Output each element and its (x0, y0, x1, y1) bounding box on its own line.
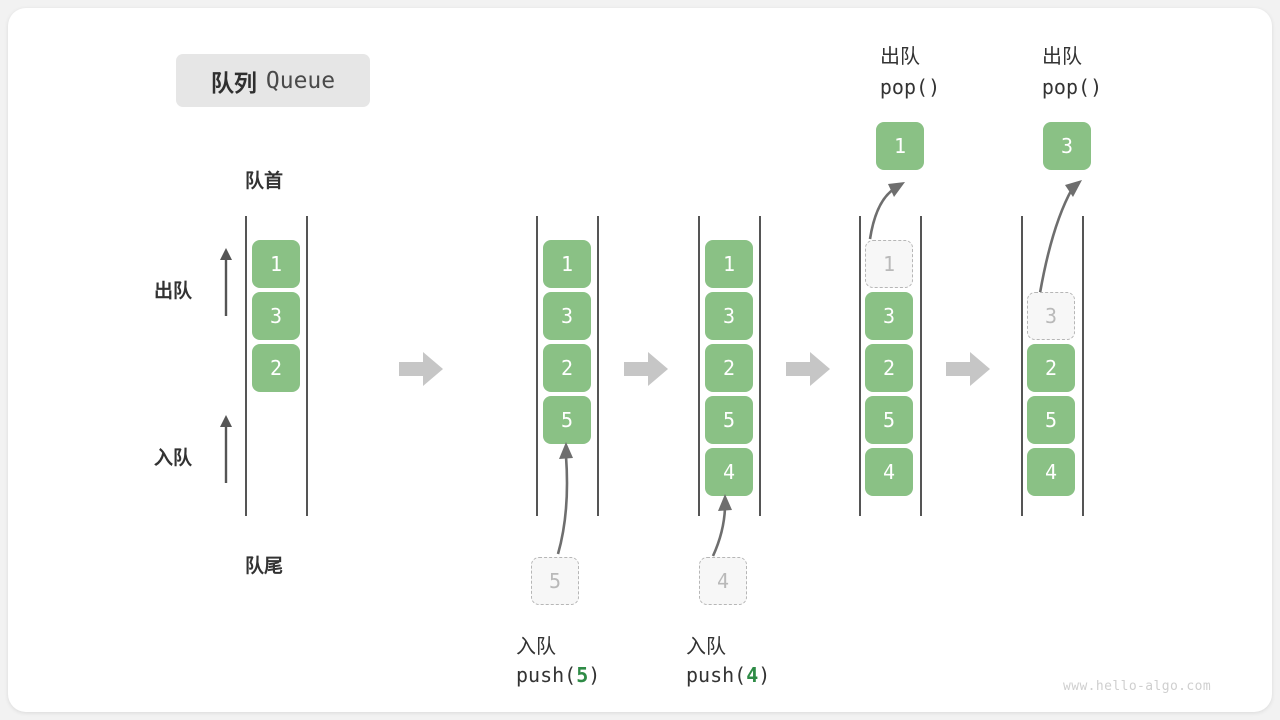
step-arrow-right (946, 352, 990, 386)
op-code-suffix: ) (1090, 75, 1103, 99)
dequeue-motion-arrow (868, 182, 905, 240)
queue-cell: 2 (1027, 344, 1075, 392)
queue-cell-ghost: 1 (865, 240, 913, 288)
queue-cell: 5 (543, 396, 591, 444)
queue-cell: 1 (543, 240, 591, 288)
queue-cell: 1 (252, 240, 300, 288)
op-label-code: push(4) (686, 663, 836, 687)
diagram-title: 队列 Queue (176, 54, 370, 107)
label-enqueue: 入队 (154, 448, 193, 469)
queue-cell: 2 (865, 344, 913, 392)
incoming-ghost-cell: 4 (699, 557, 747, 605)
op-code-suffix: ) (588, 663, 601, 687)
step-arrow-right (624, 352, 668, 386)
op-code-suffix: ) (758, 663, 771, 687)
queue-rail-left (859, 216, 861, 516)
queue-rail-left (1021, 216, 1023, 516)
queue-rail-left (245, 216, 247, 516)
queue-cell: 1 (705, 240, 753, 288)
op-code-prefix: pop( (879, 75, 929, 99)
op-label-zh: 入队 (686, 636, 726, 658)
title-zh: 队列 (210, 69, 257, 96)
queue-cell: 3 (865, 292, 913, 340)
caption-front: 队首 (245, 171, 284, 192)
queue-cell: 5 (705, 396, 753, 444)
queue-cell: 4 (865, 448, 913, 496)
queue-rail-left (698, 216, 700, 516)
queue-cell: 3 (543, 292, 591, 340)
enqueue-motion-arrow (711, 494, 732, 557)
op-label-code: pop() (1012, 75, 1132, 99)
op-label-code: pop() (850, 75, 970, 99)
queue-cell: 4 (705, 448, 753, 496)
queue-cell: 2 (543, 344, 591, 392)
label-dequeue: 出队 (154, 281, 193, 302)
op-label-zh: 出队 (1042, 46, 1082, 68)
watermark: www.hello-algo.com (1063, 679, 1212, 694)
queue-rail-left (536, 216, 538, 516)
queue-cell-ghost: 3 (1027, 292, 1075, 340)
queue-rail-right (1082, 216, 1084, 516)
op-code-prefix: push( (516, 663, 577, 687)
step-arrow-right (786, 352, 830, 386)
queue-cell: 3 (705, 292, 753, 340)
queue-cell: 5 (865, 396, 913, 444)
diagram-card: 队列 Queue 队首 队尾 出队 入队 1 3 2 1 3 2 5 5 入队 … (8, 8, 1272, 712)
dequeue-motion-arrow (1038, 180, 1082, 294)
op-label-zh: 出队 (880, 46, 920, 68)
op-code-arg: 5 (576, 663, 589, 687)
step-arrow-right (399, 352, 443, 386)
queue-cell: 2 (252, 344, 300, 392)
op-label-zh: 入队 (516, 636, 556, 658)
op-code-prefix: push( (686, 663, 747, 687)
enqueue-direction-arrow (220, 415, 232, 483)
queue-cell: 2 (705, 344, 753, 392)
popped-value-cell: 3 (1043, 122, 1091, 170)
enqueue-motion-arrow (556, 442, 573, 555)
queue-cell: 3 (252, 292, 300, 340)
queue-rail-right (306, 216, 308, 516)
queue-cell: 5 (1027, 396, 1075, 444)
op-label-code: push(5) (516, 663, 666, 687)
op-code-prefix: pop( (1041, 75, 1091, 99)
queue-rail-right (920, 216, 922, 516)
dequeue-direction-arrow (220, 248, 232, 316)
title-en: Queue (265, 67, 336, 94)
caption-rear: 队尾 (245, 556, 284, 577)
popped-value-cell: 1 (876, 122, 924, 170)
queue-rail-right (759, 216, 761, 516)
op-code-suffix: ) (928, 75, 941, 99)
incoming-ghost-cell: 5 (531, 557, 579, 605)
queue-rail-right (597, 216, 599, 516)
op-code-arg: 4 (746, 663, 759, 687)
queue-cell: 4 (1027, 448, 1075, 496)
